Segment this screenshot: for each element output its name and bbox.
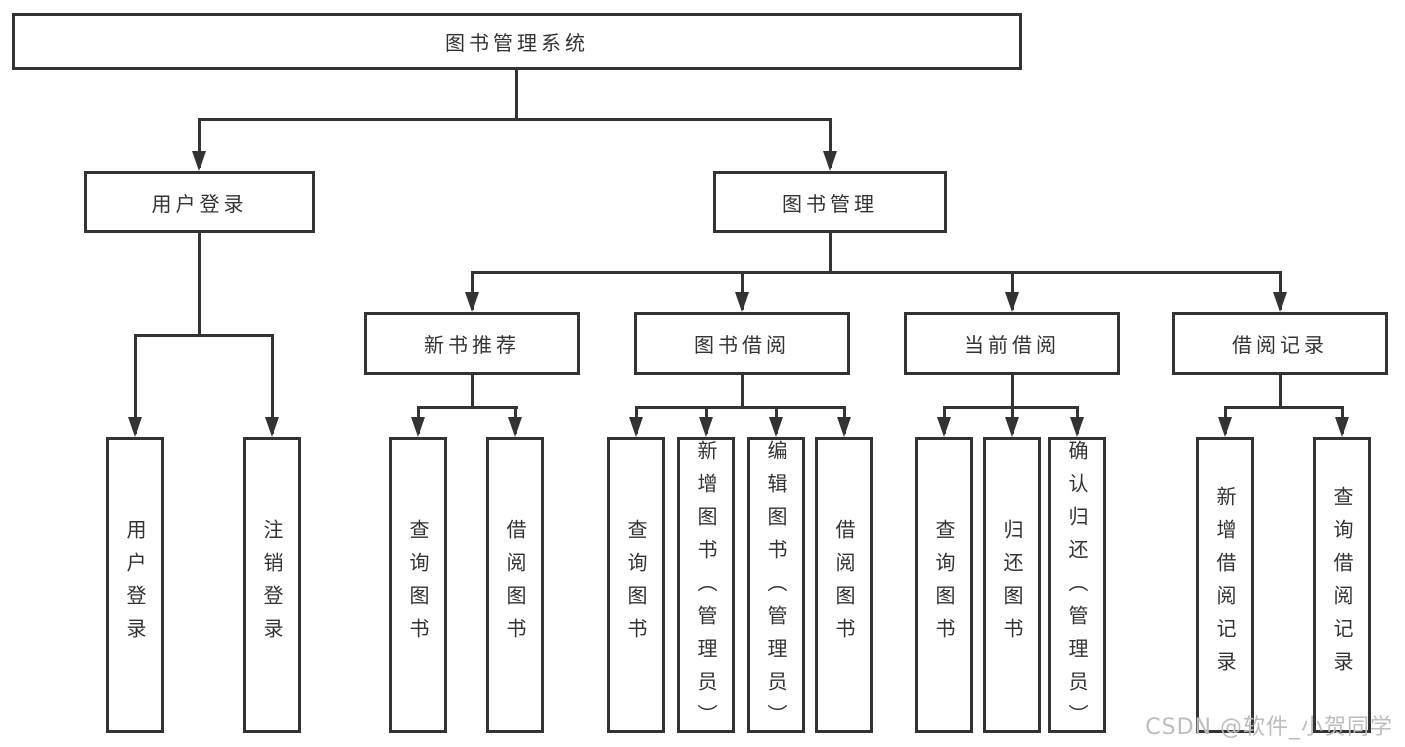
leaf-borrow-books-borrowing: 借阅图书 <box>815 437 873 733</box>
connector-stem-leaf-user-login <box>134 334 137 434</box>
connector-user-login-bar <box>134 334 274 337</box>
leaf-query-books-recommend-label: 查询图书 <box>406 519 430 651</box>
leaf-edit-book-admin: 编辑图书（管理员） <box>747 437 805 737</box>
leaf-add-book-admin-label: 新增图书（管理员） <box>694 440 718 737</box>
leaf-borrow-books-recommend-label: 借阅图书 <box>503 519 527 651</box>
connector-book-borrowing-down <box>741 375 744 409</box>
arrow-into-add-book <box>699 417 713 437</box>
arrow-into-leaf-logout <box>265 417 279 437</box>
arrow-into-book-management <box>823 151 837 171</box>
leaf-add-book-admin: 新增图书（管理员） <box>677 437 735 737</box>
node-current-borrowing-label: 当前借阅 <box>964 333 1060 357</box>
connector-book-borrowing-bar <box>635 406 846 409</box>
leaf-user-login-label: 用户登录 <box>123 519 147 651</box>
leaf-confirm-return-admin-label: 确认归还（管理员） <box>1065 440 1089 737</box>
node-new-book-recommend-label: 新书推荐 <box>424 333 520 357</box>
arrow-into-add-borrow-record <box>1218 417 1232 437</box>
node-user-login: 用户登录 <box>84 171 315 233</box>
connector-stem-current-borrowing <box>1011 271 1014 310</box>
connector-stem-book-management <box>829 118 832 168</box>
connector-borrow-records-down <box>1279 375 1282 409</box>
node-borrow-records-label: 借阅记录 <box>1232 333 1328 357</box>
arrow-into-confirm-return <box>1070 417 1084 437</box>
leaf-return-book-label: 归还图书 <box>1000 519 1024 651</box>
leaf-query-books-borrowing: 查询图书 <box>607 437 665 733</box>
connector-level1-bar <box>198 118 832 121</box>
connector-book-management-down <box>829 233 832 274</box>
node-book-borrowing-label: 图书借阅 <box>694 333 790 357</box>
connector-new-book-bar <box>417 406 518 409</box>
connector-root-stem <box>515 70 518 120</box>
connector-stem-leaf-logout <box>271 334 274 434</box>
node-borrow-records: 借阅记录 <box>1172 312 1388 375</box>
arrow-into-borrow-books-recommend <box>508 417 522 437</box>
connector-stem-borrow-records <box>1279 271 1282 310</box>
arrow-into-leaf-user-login <box>128 417 142 437</box>
arrow-into-current-borrowing <box>1005 292 1019 312</box>
leaf-confirm-return-admin: 确认归还（管理员） <box>1048 437 1106 737</box>
connector-stem-new-book <box>471 271 474 310</box>
leaf-query-books-current-label: 查询图书 <box>932 519 956 651</box>
connector-current-borrowing-down <box>1011 375 1014 409</box>
arrow-into-edit-book <box>769 417 783 437</box>
node-book-management-label: 图书管理 <box>782 191 878 216</box>
node-book-management: 图书管理 <box>713 171 947 233</box>
arrow-into-borrow-books-borrowing <box>837 417 851 437</box>
leaf-query-books-current: 查询图书 <box>915 437 973 733</box>
leaf-logout: 注销登录 <box>243 437 301 733</box>
connector-user-login-down <box>198 233 201 337</box>
leaf-query-books-borrowing-label: 查询图书 <box>624 519 648 651</box>
node-user-login-label: 用户登录 <box>151 191 248 216</box>
leaf-query-borrow-record: 查询借阅记录 <box>1313 437 1371 733</box>
leaf-return-book: 归还图书 <box>983 437 1041 733</box>
arrow-into-user-login <box>192 151 206 171</box>
leaf-user-login: 用户登录 <box>106 437 164 733</box>
arrow-into-book-borrowing <box>735 292 749 312</box>
arrow-into-borrow-records <box>1273 292 1287 312</box>
node-library-system: 图书管理系统 <box>12 13 1022 70</box>
connector-level3-bar <box>471 271 1282 274</box>
arrow-into-return-book <box>1005 417 1019 437</box>
leaf-add-borrow-record-label: 新增借阅记录 <box>1213 486 1237 684</box>
connector-borrow-records-bar <box>1224 406 1344 409</box>
arrow-into-query-books-recommend <box>411 417 425 437</box>
csdn-watermark: CSDN @软件_小贺同学 <box>1145 715 1393 740</box>
leaf-borrow-books-borrowing-label: 借阅图书 <box>832 519 856 651</box>
node-library-system-label: 图书管理系统 <box>445 31 589 55</box>
arrow-into-query-borrow-record <box>1335 417 1349 437</box>
connector-new-book-down <box>471 375 474 409</box>
leaf-query-borrow-record-label: 查询借阅记录 <box>1330 486 1354 684</box>
leaf-borrow-books-recommend: 借阅图书 <box>486 437 544 733</box>
leaf-add-borrow-record: 新增借阅记录 <box>1196 437 1254 733</box>
node-new-book-recommend: 新书推荐 <box>364 312 580 375</box>
arrow-into-query-books-current <box>937 417 951 437</box>
arrow-into-query-books-borrowing <box>629 417 643 437</box>
node-book-borrowing: 图书借阅 <box>634 312 850 375</box>
leaf-edit-book-admin-label: 编辑图书（管理员） <box>764 440 788 737</box>
connector-stem-book-borrowing <box>741 271 744 310</box>
leaf-logout-label: 注销登录 <box>260 519 284 651</box>
node-current-borrowing: 当前借阅 <box>904 312 1120 375</box>
connector-stem-user-login <box>198 118 201 168</box>
arrow-into-new-book <box>465 292 479 312</box>
leaf-query-books-recommend: 查询图书 <box>389 437 447 733</box>
